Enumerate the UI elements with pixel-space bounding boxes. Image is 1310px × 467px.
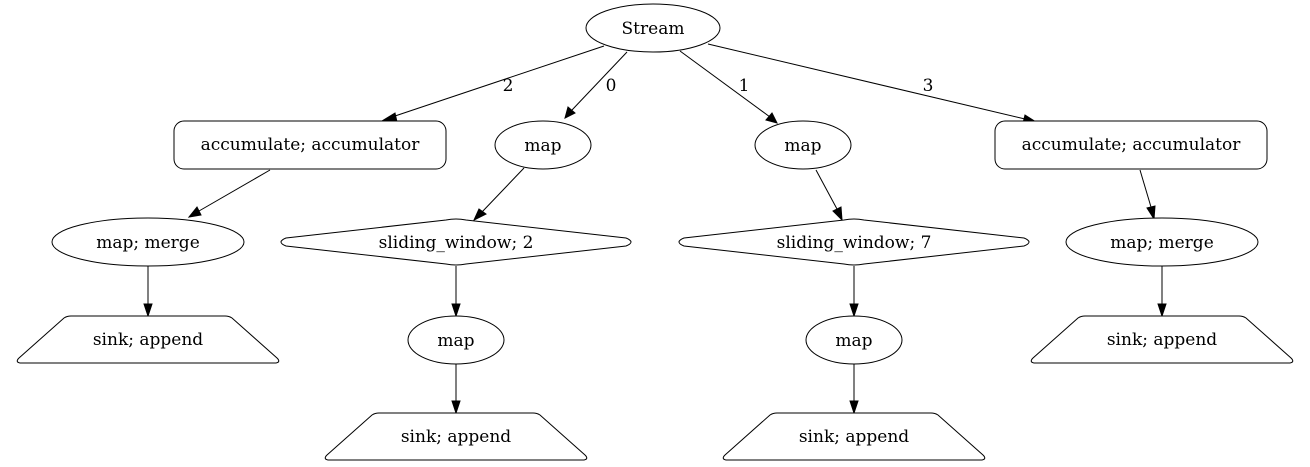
edge-map-b2-to-sink-b [849, 364, 859, 415]
edge-label-2: 2 [503, 76, 514, 96]
node-label: sink; append [1107, 330, 1217, 350]
edge-merge-left-to-sink-left [143, 266, 153, 318]
edge-stream-to-acc-right: 3 [707, 43, 1038, 124]
edge-map-a2-to-sink-a [451, 364, 461, 415]
node-sliding-window-7: sliding_window; 7 [678, 218, 1030, 266]
node-label: sliding_window; 2 [379, 233, 534, 253]
node-map-merge-right: map; merge [1065, 217, 1259, 267]
node-accumulate-right: accumulate; accumulator [994, 120, 1268, 170]
node-label: sliding_window; 7 [777, 233, 932, 253]
node-label: accumulate; accumulator [1022, 135, 1242, 155]
edge-label-3: 3 [923, 76, 934, 96]
node-sink-left: sink; append [16, 315, 280, 364]
node-stream: Stream [585, 3, 721, 53]
node-label: map [784, 136, 821, 156]
edge-acc-left-to-merge-left [187, 169, 271, 218]
node-label: sink; append [401, 427, 511, 447]
node-label: sink; append [799, 427, 909, 447]
node-label: accumulate; accumulator [201, 135, 421, 155]
edge-map-b-to-window-b [815, 169, 843, 222]
node-label: map; merge [96, 233, 200, 253]
edge-acc-right-to-merge-right [1139, 169, 1156, 221]
node-label: map [437, 331, 474, 351]
node-label: map; merge [1110, 233, 1214, 253]
node-map-b: map [754, 120, 852, 170]
edge-label-1: 1 [739, 76, 750, 96]
edge-stream-to-map-a: 0 [564, 51, 628, 119]
edge-label-0: 0 [606, 76, 617, 96]
node-map-a2: map [407, 315, 505, 365]
node-sink-a: sink; append [324, 412, 588, 461]
node-map-a: map [494, 120, 592, 170]
node-map-b2: map [805, 315, 903, 365]
node-sink-b: sink; append [722, 412, 986, 461]
edge-window-a-to-map-a2 [451, 266, 461, 318]
node-sliding-window-2: sliding_window; 2 [280, 218, 632, 266]
edge-window-b-to-map-b2 [849, 266, 859, 318]
edge-map-a-to-window-a [472, 167, 525, 222]
edge-merge-right-to-sink-right [1157, 266, 1167, 318]
node-map-merge-left: map; merge [51, 217, 245, 267]
node-label: Stream [622, 19, 685, 39]
edge-stream-to-map-b: 1 [679, 50, 778, 124]
node-sink-right: sink; append [1030, 315, 1294, 364]
node-label: map [524, 136, 561, 156]
node-accumulate-left: accumulate; accumulator [173, 120, 447, 170]
node-label: map [835, 331, 872, 351]
edge-stream-to-acc-left: 2 [380, 45, 605, 123]
node-label: sink; append [93, 330, 203, 350]
